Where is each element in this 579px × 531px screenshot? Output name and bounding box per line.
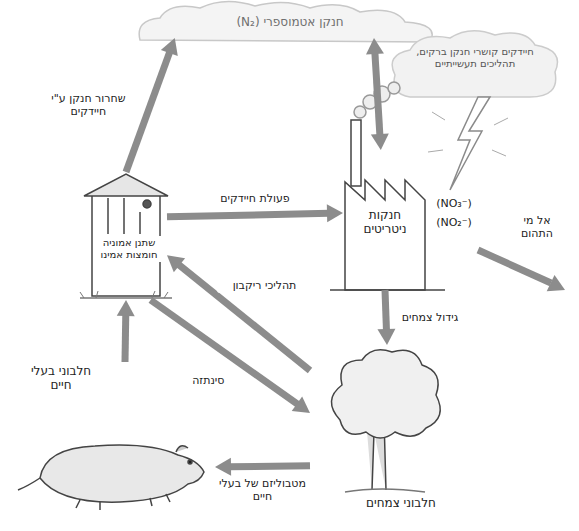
- factory-drawing: [330, 82, 445, 290]
- outhouse-node: שתנן אמוניה חומצות אמינו: [85, 172, 167, 300]
- node-text: חלבוני בעלי חיים: [19, 364, 103, 393]
- edge-label: גידול צמחים: [392, 310, 468, 325]
- fixation-note: חיידקים קושרי חנקן ברקים, תהליכים תעשיית…: [404, 46, 546, 70]
- arrow-head: [292, 396, 310, 413]
- nitrite-formula: (NO₂⁻): [428, 216, 480, 229]
- edge-label: פעולת חיידקים: [197, 191, 313, 206]
- cycle-arrow: [167, 255, 310, 370]
- node-text: חנקן אטמוספרי (N₂): [180, 15, 400, 29]
- arrow-head: [366, 38, 384, 55]
- animal-drawing: [18, 445, 204, 510]
- edge-label: שחרור חנקן ע"י חיידקים: [44, 91, 132, 119]
- atmosphere-node: חנקן אטמוספרי (N₂): [170, 8, 410, 38]
- cycle-arrow: [126, 38, 178, 172]
- arrow-head: [167, 255, 185, 272]
- cycle-arrow: [167, 204, 343, 222]
- outhouse-drawing: [80, 174, 172, 298]
- atmosphere-cloud: [139, 1, 432, 42]
- edge-label: מטבוליזם של בעלי חיים: [214, 476, 312, 504]
- edge-label: סינתזה: [175, 373, 241, 388]
- arrow-head: [161, 38, 178, 56]
- tree-drawing: [331, 350, 440, 492]
- arrow-shaft: [167, 213, 329, 216]
- node-text: חלבוני צמחים: [350, 495, 452, 511]
- node-text: שתנן אמוניה חומצות אמינו: [93, 236, 165, 262]
- cycle-arrow: [117, 300, 135, 362]
- arrow-shaft: [151, 300, 299, 405]
- arrow-shaft: [126, 51, 170, 172]
- storm-cloud: [392, 31, 557, 97]
- arrow-shaft: [385, 290, 386, 331]
- arrow-head: [327, 204, 343, 222]
- lightning-rays: [428, 112, 508, 156]
- node-text: חנקות ניטריטים: [351, 208, 419, 237]
- factory-node: חנקות ניטריטים: [343, 150, 427, 290]
- arrow-shaft: [122, 314, 130, 362]
- arrow-shaft: [229, 466, 310, 467]
- groundwater-label: אל מי התהום: [506, 214, 568, 240]
- nitrate-formula: (NO₃⁻): [428, 197, 480, 210]
- arrow-head: [117, 300, 135, 316]
- arrow-shaft: [375, 52, 380, 136]
- cycle-arrow: [215, 458, 310, 476]
- cycle-arrow: [366, 38, 389, 150]
- arrow-head: [371, 133, 389, 150]
- arrow-head: [377, 329, 395, 345]
- arrow-head: [215, 458, 231, 476]
- edge-label: תהליכי ריקבון: [217, 278, 313, 293]
- tree-node: חלבוני צמחים: [310, 345, 450, 515]
- groundwater-arrow: [478, 250, 565, 291]
- lightning-bolt: [450, 97, 490, 190]
- cycle-arrow: [151, 300, 310, 413]
